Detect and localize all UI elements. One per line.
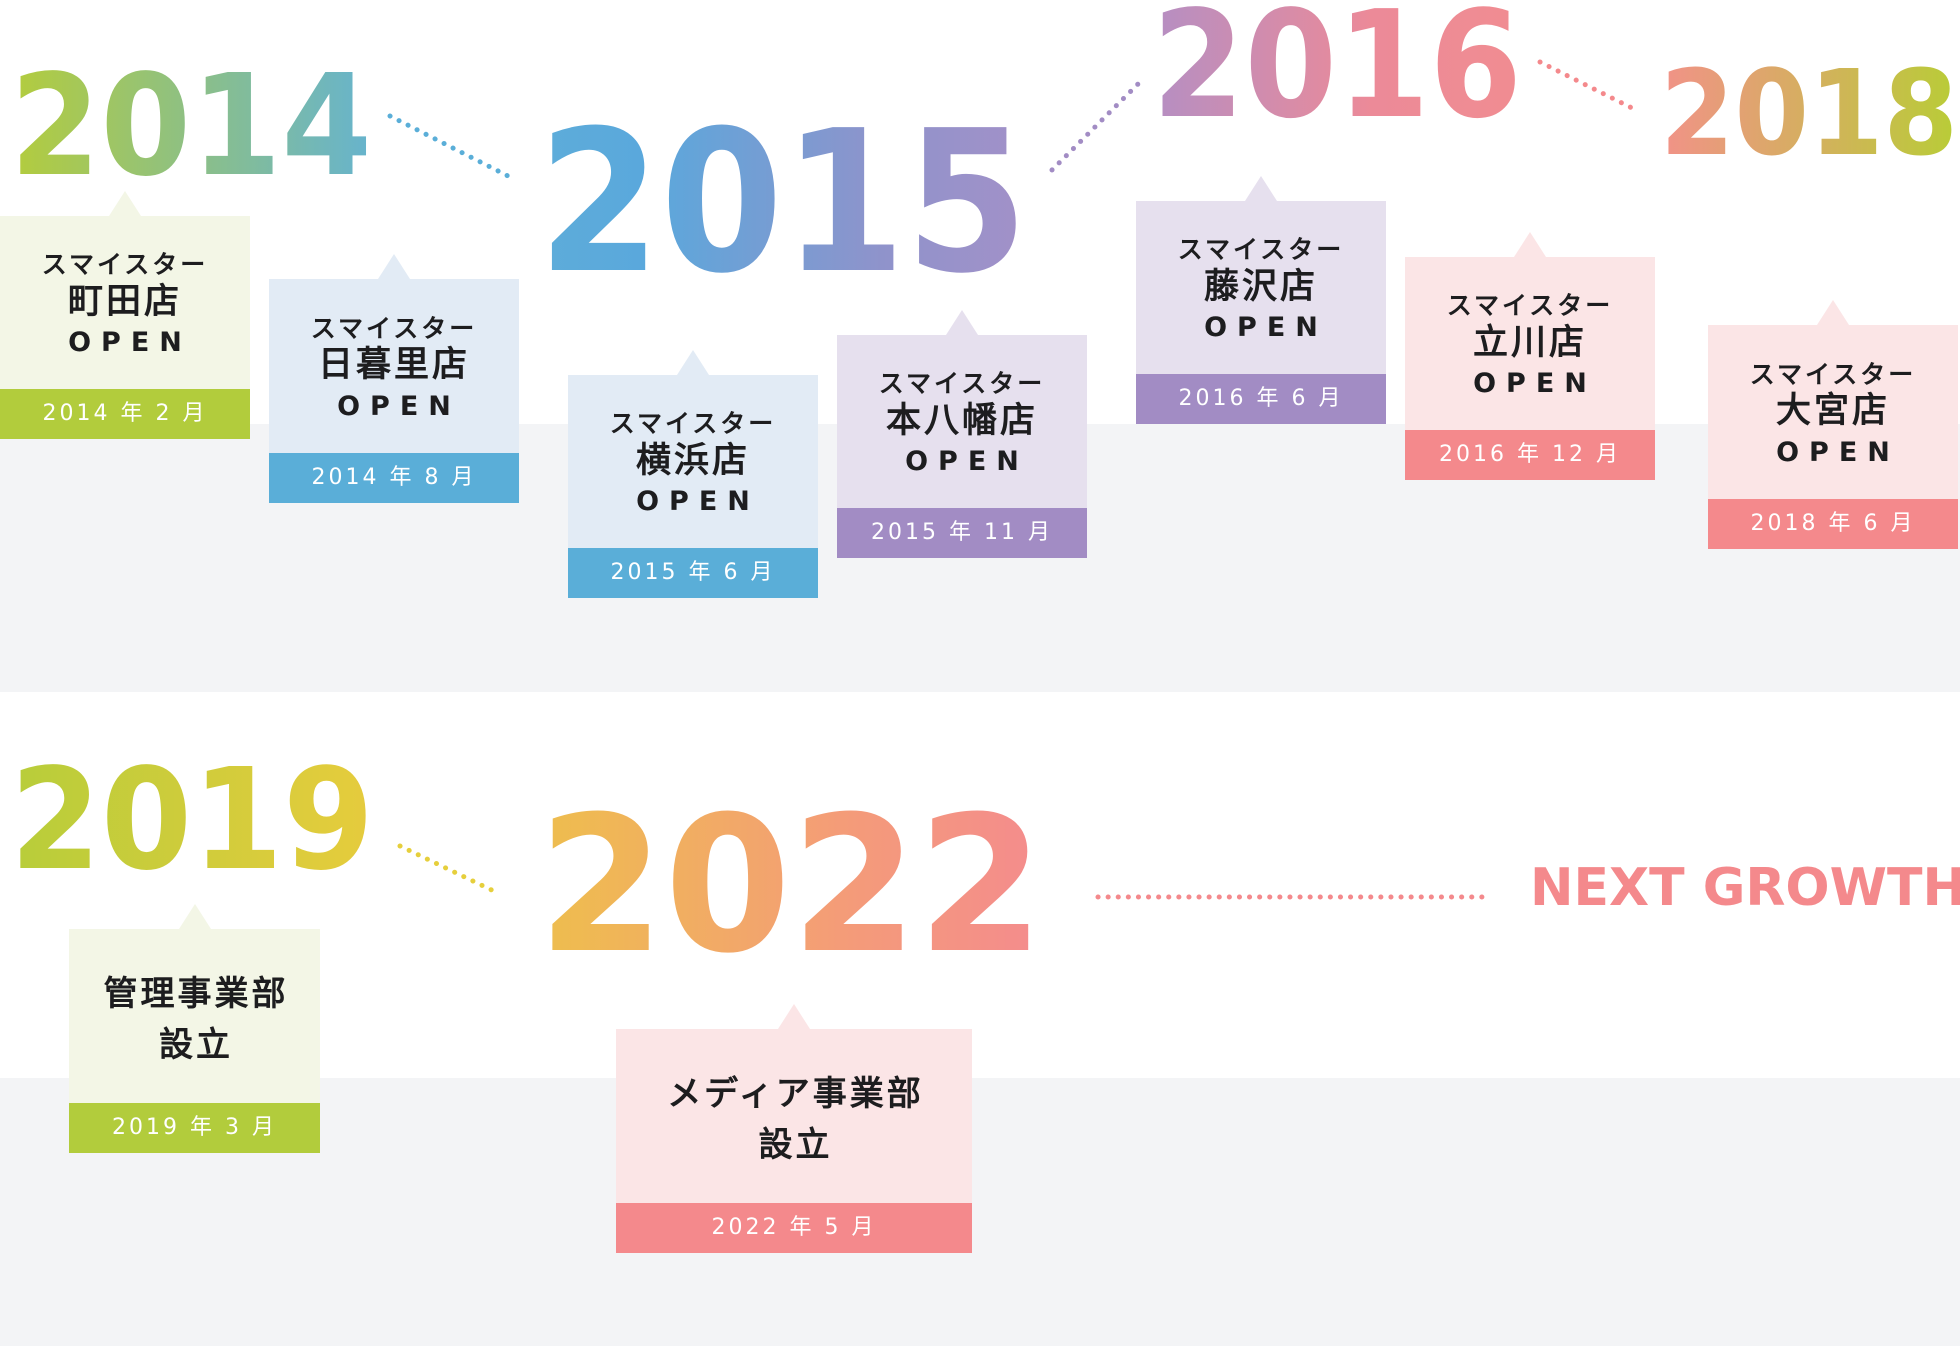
card-pointer (778, 1004, 810, 1029)
card-brand: スマイスター (41, 250, 209, 280)
card-body: メディア事業部 設立 (616, 1029, 972, 1203)
card-date: 2014 年 2 月 (0, 389, 250, 439)
card-body: スマイスター 横浜店 OPEN (568, 375, 818, 548)
card-open-label: OPEN (1204, 312, 1328, 344)
card-pointer (946, 310, 978, 335)
year-2019: 2019 (10, 739, 374, 902)
card-pointer (1514, 232, 1546, 257)
event-card-machida: スマイスター 町田店 OPEN 2014 年 2 月 (0, 191, 250, 439)
card-pointer (677, 350, 709, 375)
card-brand: スマイスター (878, 369, 1046, 399)
event-card-omiya: スマイスター 大宮店 OPEN 2018 年 6 月 (1708, 300, 1958, 549)
event-card-fujisawa: スマイスター 藤沢店 OPEN 2016 年 6 月 (1136, 176, 1386, 424)
card-brand: スマイスター (1446, 291, 1614, 321)
card-store-name: 藤沢店 (1203, 266, 1318, 307)
year-2014: 2014 (10, 45, 372, 208)
card-dept-name: 管理事業部 (103, 974, 289, 1014)
card-date: 2014 年 8 月 (269, 453, 519, 503)
event-card-yokohama: スマイスター 横浜店 OPEN 2015 年 6 月 (568, 350, 818, 598)
event-card-management-dept: 管理事業部 設立 2019 年 3 月 (69, 904, 320, 1153)
year-2015: 2015 (538, 89, 1028, 317)
dotted-connector-2014-2015 (387, 113, 511, 179)
card-brand: スマイスター (310, 313, 478, 343)
card-store-name: 町田店 (67, 281, 182, 322)
card-brand: スマイスター (1749, 359, 1917, 389)
card-pointer (109, 191, 141, 216)
dotted-connector-2015-2016 (1049, 75, 1147, 173)
card-established-label: 設立 (758, 1125, 833, 1165)
card-open-label: OPEN (337, 390, 461, 422)
card-body: スマイスター 藤沢店 OPEN (1136, 201, 1386, 374)
card-store-name: 横浜店 (635, 440, 750, 481)
card-date: 2016 年 6 月 (1136, 374, 1386, 424)
year-2016: 2016 (1152, 0, 1522, 151)
card-date: 2016 年 12 月 (1405, 430, 1655, 480)
card-body: スマイスター 本八幡店 OPEN (837, 335, 1087, 508)
card-store-name: 大宮店 (1775, 391, 1890, 432)
card-pointer (378, 254, 410, 279)
card-date: 2022 年 5 月 (616, 1203, 972, 1253)
event-card-motoyawata: スマイスター 本八幡店 OPEN 2015 年 11 月 (837, 310, 1087, 558)
card-store-name: 立川店 (1472, 322, 1587, 363)
card-body: スマイスター 立川店 OPEN (1405, 257, 1655, 430)
card-pointer (1817, 300, 1849, 325)
card-body: スマイスター 日暮里店 OPEN (269, 279, 519, 453)
card-pointer (178, 904, 211, 929)
card-body: スマイスター 町田店 OPEN (0, 216, 250, 389)
card-date: 2019 年 3 月 (69, 1103, 320, 1153)
card-date: 2015 年 11 月 (837, 508, 1087, 558)
card-open-label: OPEN (636, 486, 760, 518)
card-body: スマイスター 大宮店 OPEN (1708, 325, 1958, 499)
card-date: 2018 年 6 月 (1708, 499, 1958, 549)
event-card-tachikawa: スマイスター 立川店 OPEN 2016 年 12 月 (1405, 232, 1655, 480)
dotted-connector-2016-2018 (1537, 59, 1639, 113)
card-open-label: OPEN (1473, 368, 1597, 400)
card-dept-name: メディア事業部 (667, 1074, 924, 1114)
year-2022: 2022 (538, 776, 1044, 995)
card-date: 2015 年 6 月 (568, 548, 818, 598)
card-open-label: OPEN (1776, 436, 1900, 468)
dotted-connector-2019-2022 (397, 843, 503, 897)
card-brand: スマイスター (609, 409, 777, 439)
card-store-name: 本八幡店 (885, 400, 1038, 441)
year-2018: 2018 (1660, 44, 1958, 182)
card-brand: スマイスター (1177, 235, 1345, 265)
card-open-label: OPEN (905, 446, 1029, 478)
next-growth-label: NEXT GROWTH (1530, 858, 1960, 918)
event-card-nippori: スマイスター 日暮里店 OPEN 2014 年 8 月 (269, 254, 519, 503)
card-open-label: OPEN (68, 327, 192, 359)
card-store-name: 日暮里店 (317, 345, 470, 386)
event-card-media-dept: メディア事業部 設立 2022 年 5 月 (616, 1004, 972, 1253)
card-established-label: 設立 (159, 1025, 233, 1065)
row2-band (0, 1078, 1960, 1346)
card-pointer (1245, 176, 1277, 201)
card-body: 管理事業部 設立 (69, 929, 320, 1103)
